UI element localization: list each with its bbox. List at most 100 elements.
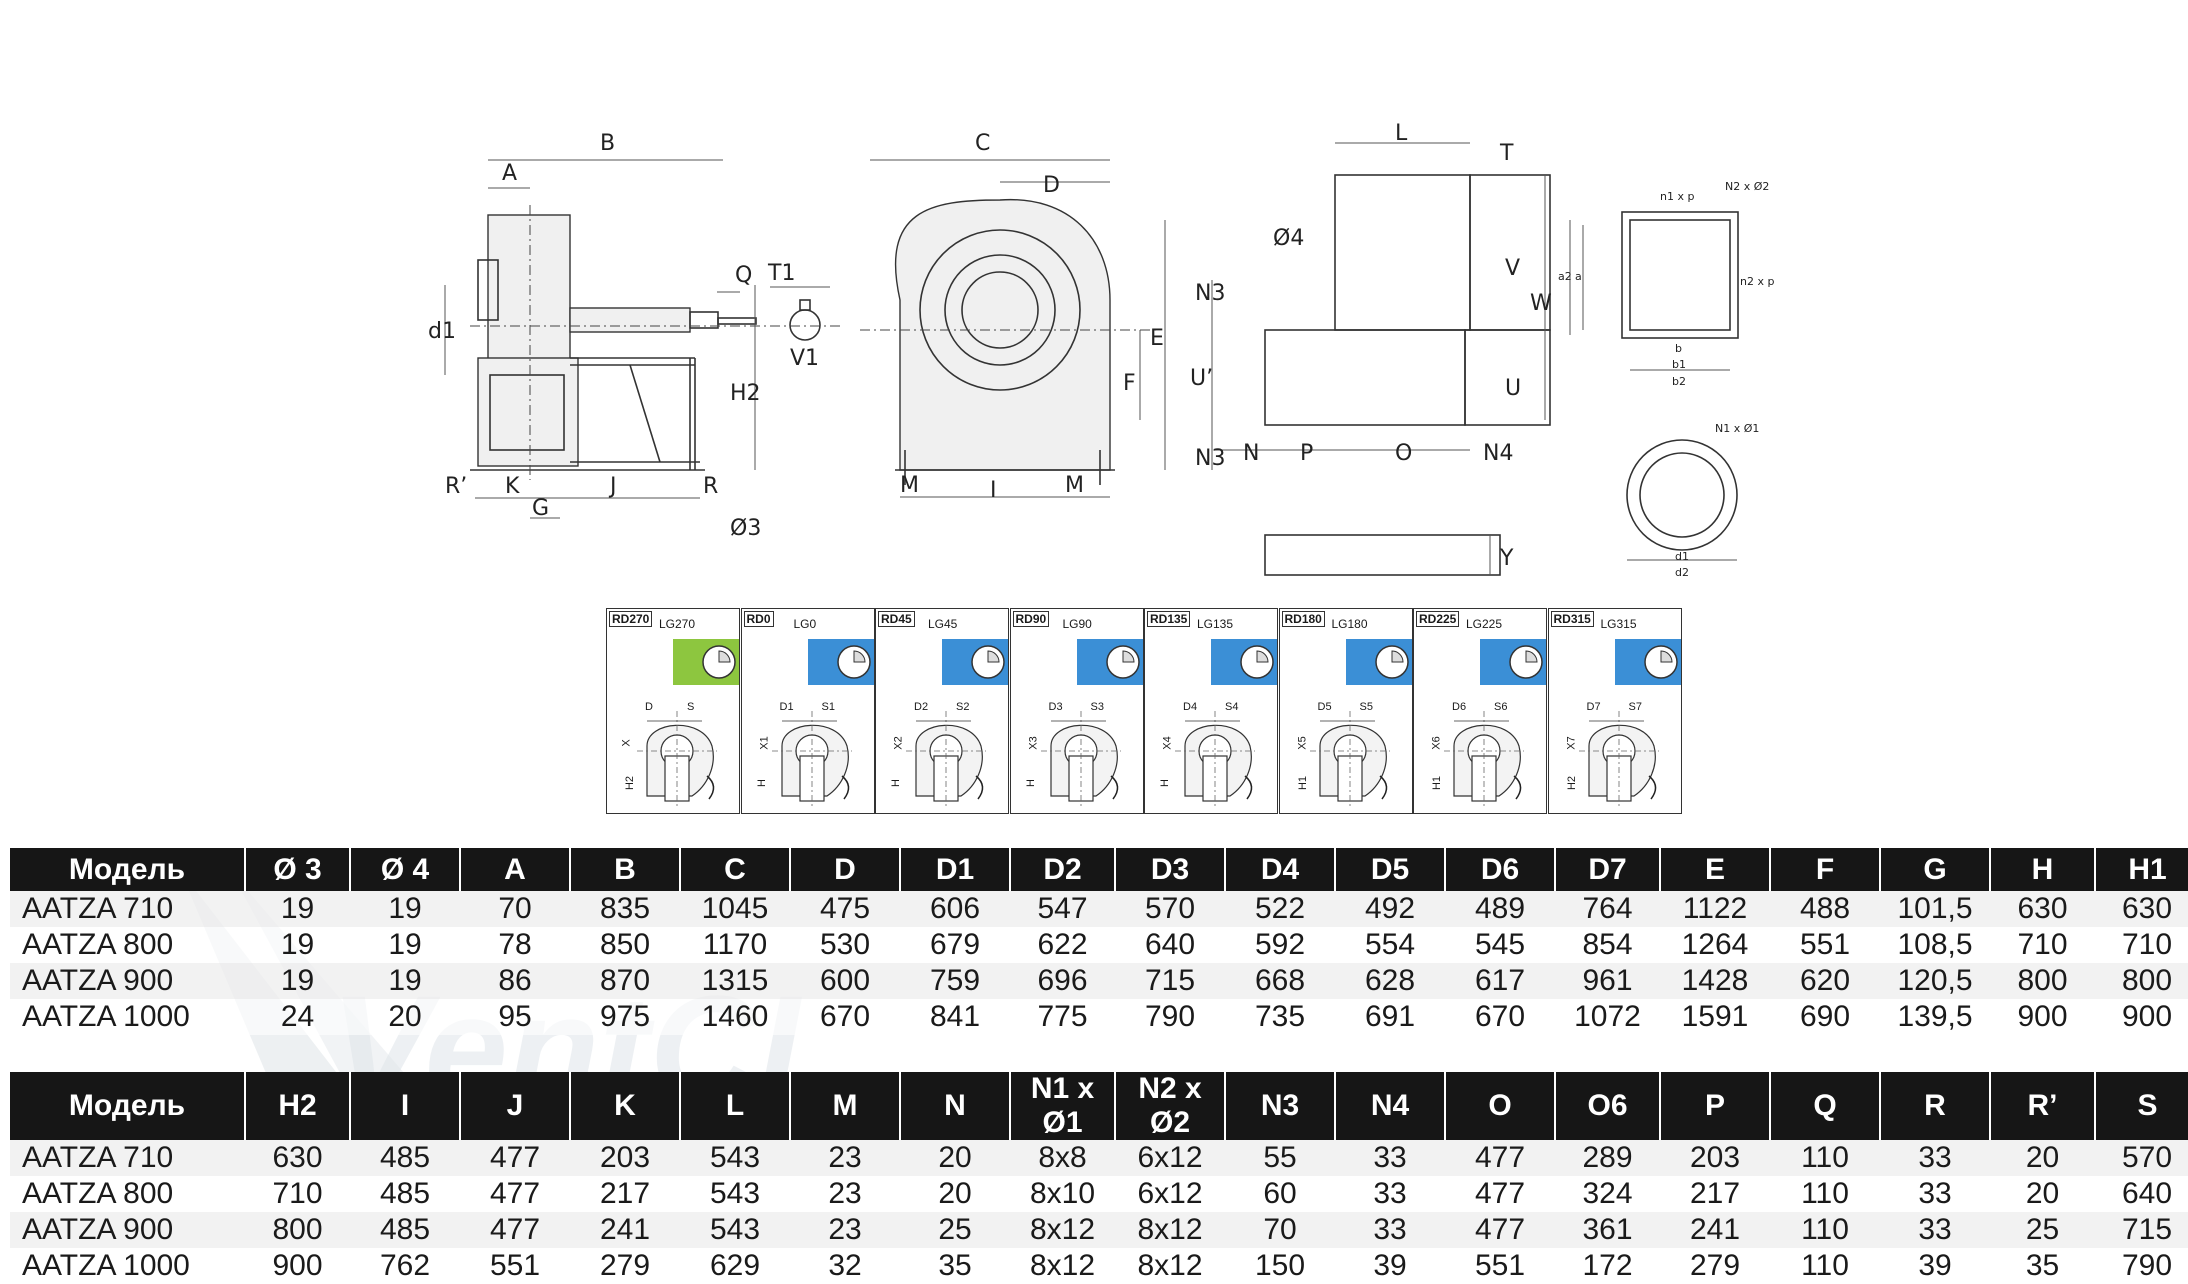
value-cell: 715	[2095, 1212, 2188, 1248]
value-cell: 606	[900, 891, 1010, 927]
dim-T1: T1	[767, 261, 795, 286]
orientation-fan-icon	[1309, 711, 1390, 806]
orientation-lg-code: LG315	[1600, 617, 1637, 631]
table1-header-cell: D5	[1335, 848, 1446, 891]
orientation-dim-label: D5	[1317, 701, 1332, 713]
orientation-fan-icon	[637, 711, 717, 806]
table1-header-cell: D7	[1555, 848, 1661, 891]
table1-header-cell: Ø 4	[350, 848, 461, 891]
orientation-color-swatch	[1211, 639, 1277, 685]
value-cell: 630	[2095, 891, 2188, 927]
value-cell: 630	[1990, 891, 2095, 927]
value-cell: 900	[2095, 999, 2188, 1035]
value-cell: 20	[1990, 1140, 2095, 1176]
value-cell: 735	[1225, 999, 1335, 1035]
value-cell: 217	[1660, 1176, 1770, 1212]
orientation-dim-label: S4	[1225, 701, 1239, 713]
table1-header-cell: B	[570, 848, 681, 891]
table1-header-cell: G	[1880, 848, 1991, 891]
dim-O3: Ø3	[730, 516, 761, 541]
dim-O: O	[1395, 441, 1412, 466]
orientation-lg-code: LG90	[1062, 617, 1092, 631]
value-cell: 975	[570, 999, 680, 1035]
value-cell: 70	[1225, 1212, 1335, 1248]
orientation-dim-label: X	[620, 739, 633, 747]
dim-n1xp: n1 x p	[1660, 190, 1694, 203]
dim-b1: b1	[1672, 358, 1686, 371]
table1-header-cell: D1	[900, 848, 1011, 891]
orientation-dim-label: H	[1024, 779, 1037, 787]
dim-H2: H2	[730, 381, 761, 406]
value-cell: 1591	[1660, 999, 1770, 1035]
value-cell: 543	[680, 1212, 790, 1248]
dim-A: A	[502, 161, 517, 186]
table1-header-cell: D2	[1010, 848, 1116, 891]
value-cell: 289	[1555, 1140, 1660, 1176]
value-cell: 900	[1990, 999, 2095, 1035]
orientation-dim-label: D4	[1183, 701, 1198, 713]
value-cell: 8x12	[1115, 1212, 1225, 1248]
orientation-dim-label: X5	[1296, 736, 1309, 750]
table1-header-cell: D3	[1115, 848, 1226, 891]
value-cell: 570	[1115, 891, 1225, 927]
value-cell: 33	[1880, 1140, 1990, 1176]
value-cell: 854	[1555, 927, 1660, 963]
dim-R-prime: R’	[445, 474, 467, 499]
orientation-dim-label: H2	[1565, 775, 1578, 791]
orientation-dim-label: H	[755, 779, 768, 787]
model-name-cell: AATZA 1000	[10, 999, 245, 1035]
value-cell: 32	[790, 1248, 900, 1284]
value-cell: 8x8	[1010, 1140, 1115, 1176]
orientation-lg-code: LG0	[793, 617, 817, 631]
value-cell: 617	[1445, 963, 1555, 999]
value-cell: 20	[900, 1140, 1010, 1176]
value-cell: 547	[1010, 891, 1115, 927]
orientation-code: RD90	[1012, 611, 1050, 627]
value-cell: 800	[1990, 963, 2095, 999]
value-cell: 110	[1770, 1248, 1880, 1284]
value-cell: 20	[900, 1176, 1010, 1212]
value-cell: 551	[1770, 927, 1880, 963]
value-cell: 108,5	[1880, 927, 1990, 963]
dim-V: V	[1505, 256, 1520, 281]
orientation-dim-label: D2	[914, 701, 929, 713]
value-cell: 23	[790, 1176, 900, 1212]
dim-b2: b2	[1672, 375, 1686, 388]
dim-D: D	[1043, 173, 1060, 198]
value-cell: 217	[570, 1176, 680, 1212]
orientation-dim-label: X6	[1430, 736, 1443, 750]
value-cell: 710	[1990, 927, 2095, 963]
value-cell: 489	[1445, 891, 1555, 927]
table1-header-cell: F	[1770, 848, 1881, 891]
table1-header-cell: E	[1660, 848, 1771, 891]
dim-N2xO2: N2 x Ø2	[1725, 180, 1769, 193]
value-cell: 551	[1445, 1248, 1555, 1284]
value-cell: 19	[245, 963, 350, 999]
orientation-code: RD225	[1416, 611, 1460, 627]
orientation-dim-label: H1	[1431, 775, 1444, 791]
value-cell: 670	[1445, 999, 1555, 1035]
orientation-dim-label: S7	[1628, 701, 1642, 713]
orientation-dim-label: D3	[1048, 701, 1063, 713]
value-cell: 600	[790, 963, 900, 999]
orientation-dim-label: D1	[779, 701, 794, 713]
value-cell: 485	[350, 1140, 460, 1176]
value-cell: 492	[1335, 891, 1445, 927]
dim-N1xO1: N1 x Ø1	[1715, 422, 1759, 435]
value-cell: 522	[1225, 891, 1335, 927]
dim-N4: N4	[1483, 441, 1513, 466]
table2-header-cell: Q	[1770, 1072, 1881, 1140]
value-cell: 33	[1335, 1140, 1445, 1176]
orientation-code: RD45	[878, 611, 915, 627]
orientation-dim-label: D	[645, 701, 653, 713]
value-cell: 715	[1115, 963, 1225, 999]
value-cell: 710	[2095, 927, 2188, 963]
orientation-color-swatch	[942, 639, 1008, 685]
flange-rect-drawing: n1 x p N2 x Ø2 a2 a n2 x p b b1 b2	[1558, 180, 1774, 388]
